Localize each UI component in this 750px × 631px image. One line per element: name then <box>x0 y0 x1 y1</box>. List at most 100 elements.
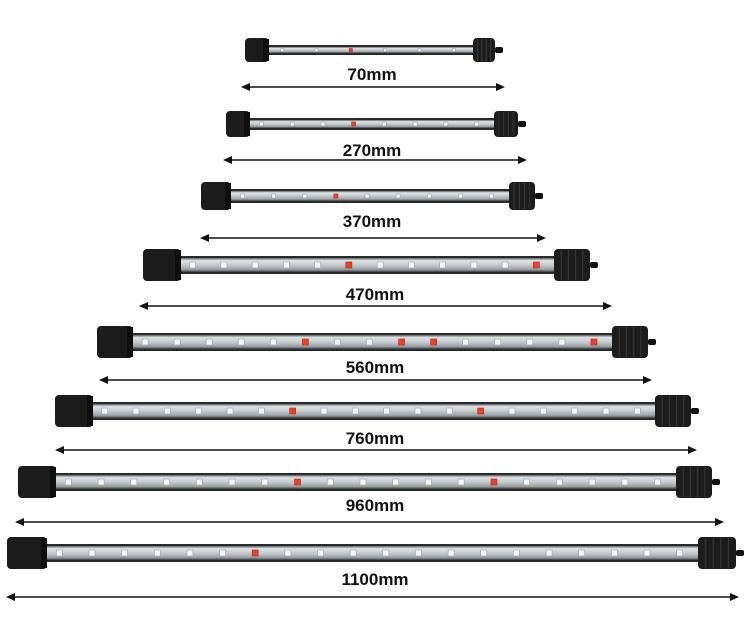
tube-glass <box>177 258 558 272</box>
led-white <box>425 478 432 486</box>
led-white <box>395 193 401 199</box>
size-label-1100: 1100mm <box>341 570 409 589</box>
led-white <box>65 478 72 486</box>
led-white <box>523 478 530 486</box>
led-white <box>382 549 390 557</box>
led-white <box>240 193 245 199</box>
led-white <box>458 193 463 199</box>
light-bar-6 <box>55 395 699 454</box>
led-white <box>132 407 140 415</box>
led-white <box>392 478 400 486</box>
led-white <box>382 121 387 127</box>
light-bar-4 <box>139 249 612 310</box>
led-red <box>490 478 498 486</box>
end-cap-right <box>698 537 736 569</box>
led-white <box>383 407 390 415</box>
led-white <box>219 549 226 557</box>
led-white <box>205 338 213 346</box>
led-white <box>314 261 321 269</box>
led-white <box>408 261 415 269</box>
size-label-270: 270mm <box>342 141 402 160</box>
led-white <box>251 261 259 269</box>
led-white <box>513 549 520 557</box>
led-white <box>359 478 367 486</box>
led-red <box>289 407 296 415</box>
led-white <box>480 549 488 557</box>
led-white <box>237 338 245 346</box>
led-white <box>654 478 661 486</box>
led-red <box>533 261 540 269</box>
cable-stub <box>712 479 720 485</box>
led-white <box>280 48 284 52</box>
tube-glass <box>43 546 702 560</box>
led-white <box>195 407 202 415</box>
led-white <box>474 121 479 127</box>
end-cap-left <box>7 537 47 569</box>
arrowhead-right <box>537 234 546 242</box>
led-white <box>314 48 319 52</box>
end-cap-right <box>554 249 590 281</box>
led-white <box>366 338 373 346</box>
end-cap-left <box>97 326 133 358</box>
led-white <box>621 478 629 486</box>
led-red <box>333 193 339 199</box>
arrowhead-left <box>99 376 108 384</box>
end-cap-right <box>473 38 495 62</box>
led-white <box>101 407 108 415</box>
led-white <box>259 121 264 127</box>
led-white <box>349 549 357 557</box>
cap-collar-left <box>127 327 133 357</box>
led-white <box>446 407 453 415</box>
led-white <box>88 549 96 557</box>
arrowhead-right <box>518 156 527 164</box>
led-white <box>130 478 138 486</box>
cable-stub <box>736 550 744 556</box>
led-white <box>414 407 422 415</box>
arrowhead-left <box>200 234 209 242</box>
led-white <box>558 338 566 346</box>
led-white <box>261 478 269 486</box>
cable-stub <box>535 193 543 199</box>
led-white <box>588 478 596 486</box>
led-white <box>457 478 465 486</box>
led-white <box>326 478 334 486</box>
arrowhead-left <box>241 83 250 91</box>
cable-stub <box>691 408 699 414</box>
led-red <box>351 121 356 127</box>
end-cap-left <box>55 395 93 427</box>
led-white <box>153 549 161 557</box>
led-white <box>676 549 683 557</box>
led-white <box>462 338 470 346</box>
cable-stub <box>518 121 526 127</box>
light-bar-1 <box>241 38 505 91</box>
arrowhead-right <box>715 518 724 526</box>
cap-collar-left <box>175 250 181 280</box>
size-label-760: 760mm <box>345 429 405 448</box>
tube-glass <box>246 120 498 128</box>
led-white <box>289 121 295 127</box>
led-white <box>634 407 641 415</box>
light-bar-5 <box>97 326 656 384</box>
led-white <box>412 121 418 127</box>
led-white <box>258 407 265 415</box>
arrowhead-left <box>6 593 15 601</box>
led-white <box>269 338 277 346</box>
cap-collar-left <box>263 39 269 61</box>
arrowhead-right <box>730 593 739 601</box>
cap-collar-left <box>50 467 56 497</box>
led-red <box>345 261 353 269</box>
light-bar-7 <box>15 466 724 526</box>
led-white <box>494 338 502 346</box>
size-label-960: 960mm <box>345 496 405 515</box>
arrowhead-left <box>223 156 232 164</box>
end-cap-left <box>18 466 56 498</box>
led-red <box>398 338 405 346</box>
end-cap-right <box>509 182 535 210</box>
led-white <box>320 121 326 127</box>
led-white <box>317 549 324 557</box>
led-red <box>477 407 484 415</box>
size-label-560: 560mm <box>345 358 405 377</box>
led-red <box>349 48 353 52</box>
arrowhead-right <box>688 446 697 454</box>
